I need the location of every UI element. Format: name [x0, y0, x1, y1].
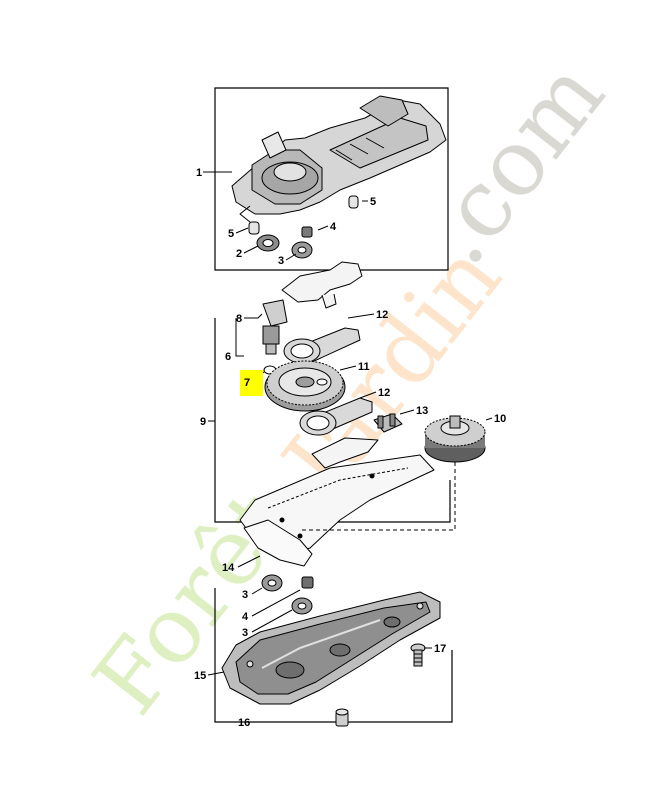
- callout-14: 14: [222, 562, 235, 574]
- main-gear-11: [264, 360, 346, 412]
- callout-12b: 12: [378, 387, 390, 399]
- highlight-box-7: [240, 370, 263, 396]
- callout-12a: 12: [376, 309, 388, 321]
- drive-gear-10: [300, 415, 486, 531]
- callout-labels: 1 5 5 4 2 3 8 12 6 11 7 12 9 13 10 14 3 …: [194, 167, 506, 729]
- pin-5b: [348, 195, 359, 209]
- callout-17: 17: [434, 643, 446, 655]
- lower-plate: [311, 437, 379, 469]
- callout-3b: 3: [242, 589, 248, 601]
- base-housing-15: [221, 591, 441, 705]
- callout-5a: 5: [228, 228, 234, 240]
- pinion-8: [262, 299, 288, 327]
- callout-4b: 4: [242, 611, 249, 623]
- upper-housing: [231, 95, 447, 223]
- callout-16: 16: [238, 717, 250, 729]
- plug-16: [335, 708, 349, 727]
- small-parts-top: [248, 195, 359, 259]
- callout-3a: 3: [278, 255, 284, 267]
- callout-10: 10: [494, 413, 506, 425]
- callout-3c: 3: [242, 627, 248, 639]
- callout-2: 2: [236, 248, 242, 260]
- callout-7: 7: [244, 377, 250, 389]
- callout-5b: 5: [370, 196, 376, 208]
- callout-11: 11: [358, 361, 370, 373]
- screw-17: [410, 643, 426, 667]
- clip-13: [373, 413, 403, 433]
- bearing-4b: [301, 576, 314, 589]
- callout-13: 13: [416, 405, 428, 417]
- small-parts-bottom: [261, 574, 314, 615]
- frame-housing: [214, 87, 449, 271]
- pin-5a: [248, 221, 260, 235]
- leader-lines: [203, 171, 493, 723]
- callout-15: 15: [194, 670, 206, 682]
- callout-8: 8: [236, 313, 242, 325]
- gear-assembly: [262, 261, 403, 469]
- callout-6: 6: [225, 351, 231, 363]
- top-plate: [281, 261, 363, 303]
- callout-4a: 4: [330, 221, 337, 233]
- callout-1: 1: [196, 167, 202, 179]
- callout-9: 9: [200, 416, 206, 428]
- bearing-4a: [301, 226, 313, 238]
- gasket-14: [243, 519, 313, 567]
